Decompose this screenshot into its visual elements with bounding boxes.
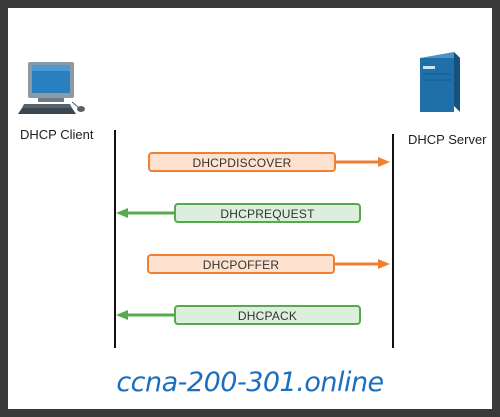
- message-dhcprequest: DHCPREQUEST: [174, 203, 361, 223]
- arrow-offer: [335, 259, 390, 269]
- client-label: DHCP Client: [20, 127, 94, 142]
- desktop-computer-icon: [18, 62, 85, 114]
- watermark: ccna-200-301.online: [116, 367, 384, 398]
- diagram-canvas: [18, 52, 460, 348]
- server-label: DHCP Server: [408, 132, 487, 147]
- message-dhcpoffer: DHCPOFFER: [147, 254, 335, 274]
- arrow-discover: [336, 157, 390, 167]
- tower-server-icon: [420, 52, 460, 112]
- message-dhcpack: DHCPACK: [174, 305, 361, 325]
- message-dhcpdiscover: DHCPDISCOVER: [148, 152, 336, 172]
- arrow-request: [116, 208, 174, 218]
- arrow-ack: [116, 310, 174, 320]
